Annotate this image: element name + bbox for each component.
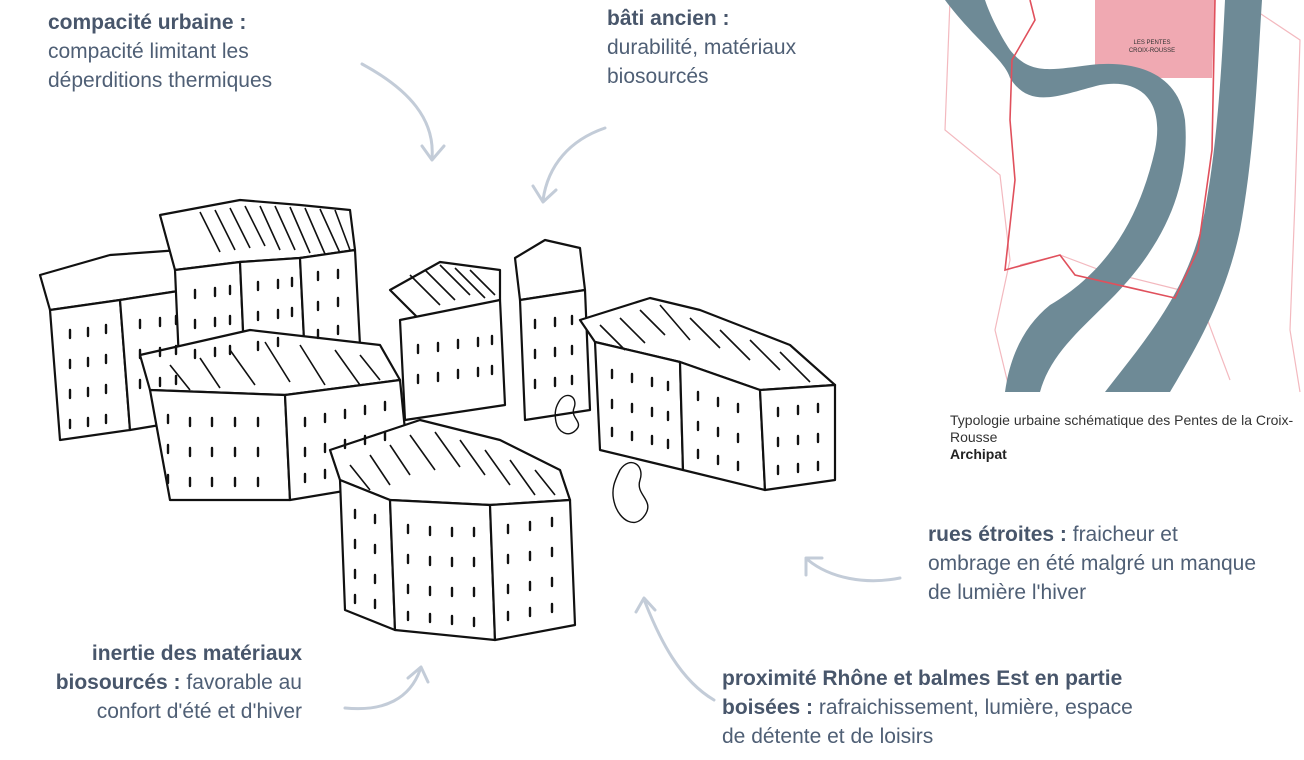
- annotation-proximite-heading: proximité Rhône et balmes Est en partie …: [722, 667, 1123, 719]
- arrow-proximite: [643, 600, 716, 702]
- map-credit: Archipat: [950, 446, 1007, 462]
- tree-scribbles: [554, 394, 649, 524]
- roof-hatching: [169, 205, 811, 496]
- arrow-rues-head: [804, 556, 824, 577]
- annotation-bati-text: durabilité, matériaux biosourcés: [607, 36, 797, 88]
- annotation-proximite-text: rafraichissement, lumière, espace de dét…: [722, 696, 1133, 748]
- map-highlight-area: [1095, 0, 1215, 78]
- arrow-compacite-head: [420, 144, 446, 162]
- annotation-compacite: compacité urbaine : compacité limitant l…: [48, 8, 368, 95]
- map-label-line1: LES PENTES: [1133, 40, 1170, 46]
- rhone-river: [1105, 0, 1262, 392]
- annotation-rues: rues étroites : fraicheur et ombrage en …: [928, 520, 1258, 607]
- annotation-proximite: proximité Rhône et balmes Est en partie …: [722, 664, 1142, 751]
- arrow-inertie-head: [406, 665, 430, 684]
- window-marks: [68, 268, 820, 628]
- map-caption-text: Typologie urbaine schématique des Pentes…: [950, 412, 1294, 445]
- annotation-bati-heading: bâti ancien :: [607, 7, 730, 30]
- map-boundary: [1004, 0, 1216, 299]
- annotation-bati: bâti ancien : durabilité, matériaux bios…: [607, 4, 867, 91]
- saone-river: [945, 0, 1186, 392]
- district-outline-east: [1239, 0, 1301, 393]
- annotation-compacite-text: compacité limitant les déperditions ther…: [48, 40, 273, 92]
- annotation-inertie-heading-line1: inertie des matériaux: [91, 642, 302, 665]
- arrows: [343, 62, 902, 711]
- arrow-bati: [541, 126, 607, 202]
- arrow-rues: [806, 558, 902, 583]
- map: LES PENTES CROIX-ROUSSE: [935, 0, 1304, 393]
- map-label-line2: CROIX-ROUSSE: [1129, 48, 1175, 54]
- district-outline-west: [944, 0, 1011, 393]
- annotation-inertie-text: favorable au confort d'été et d'hiver: [96, 671, 302, 723]
- annotation-rues-heading: rues étroites :: [928, 523, 1067, 546]
- arrow-proximite-head: [634, 596, 657, 614]
- annotation-compacite-heading: compacité urbaine :: [48, 11, 247, 34]
- annotation-inertie-heading-line2: biosourcés :: [55, 671, 181, 694]
- annotation-inertie: inertie des matériaux biosourcés : favor…: [0, 639, 302, 726]
- building-sketch: [38, 198, 837, 642]
- arrow-compacite: [360, 62, 434, 160]
- arrow-bati-head: [531, 184, 558, 204]
- annotation-rues-text: fraicheur et ombrage en été malgré un ma…: [928, 523, 1257, 604]
- map-caption: Typologie urbaine schématique des Pentes…: [950, 412, 1295, 463]
- arrow-inertie: [343, 668, 422, 711]
